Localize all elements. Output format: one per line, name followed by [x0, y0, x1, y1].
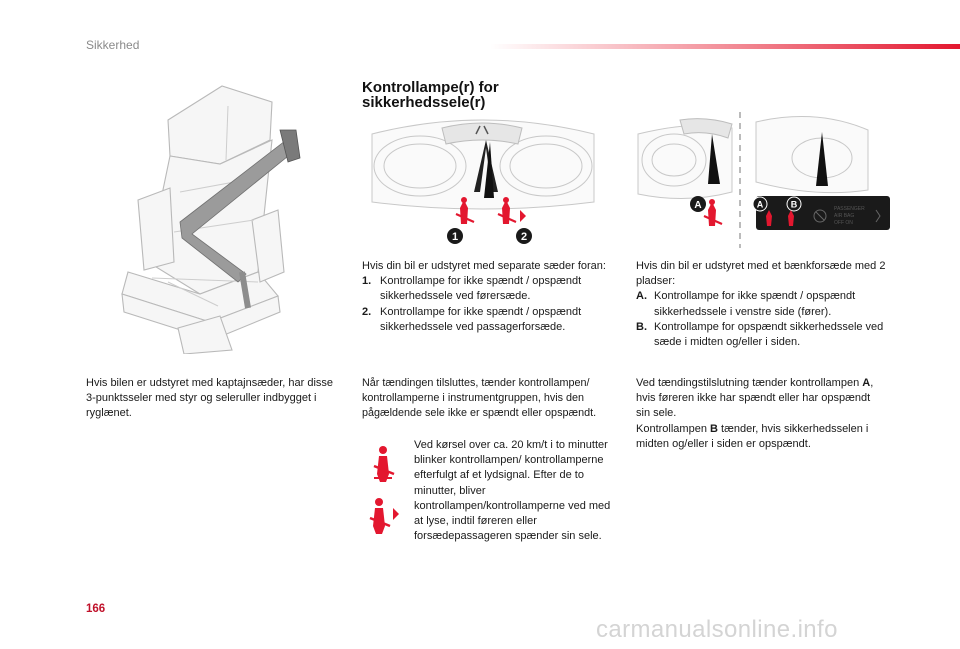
item-text: Kontrollampe for ikke spændt / opspændt … — [380, 305, 582, 333]
item-marker: B. — [636, 320, 647, 333]
text-run: tænder, hvis sikkerhedsselen i midten og… — [636, 422, 869, 450]
seatbelt-warning-icon-2 — [497, 197, 526, 224]
passenger-airbag-panel — [756, 196, 890, 230]
callout-2: 2 — [521, 231, 527, 243]
item-marker: A. — [636, 290, 647, 303]
seatbelt-flashing-warning-icon — [369, 498, 399, 534]
bench-ignition-line-2: Kontrollampen B tænder, hvis sikkerhedss… — [636, 422, 886, 452]
seatbelt-warning-icon-a — [703, 199, 723, 226]
panel-text-2: AIR BAG — [834, 213, 854, 219]
seatbelt-icon-b-panel — [788, 210, 794, 226]
section-title: Sikkerhed — [86, 38, 140, 52]
item-text: Kontrollampe for ikke spændt / opspændt … — [654, 290, 856, 318]
page-number: 166 — [86, 603, 106, 615]
bench-seat-item-a: A. Kontrollampe for ikke spændt / opspæn… — [636, 289, 886, 319]
captain-seat-illustration — [121, 85, 301, 354]
text-run: Ved tændingstilslutning tænder kontrolla… — [636, 377, 863, 389]
separate-seats-block: Hvis din bil er udstyret med separate sæ… — [362, 259, 612, 335]
panel-text-3: OFF ON — [834, 220, 853, 226]
bench-seat-intro: Hvis din bil er udstyret med et bænkfors… — [636, 260, 886, 288]
heading-line-2: sikkerhedssele(r) — [362, 94, 486, 111]
item-text: Kontrollampe for opspændt sikkerhedssele… — [654, 320, 884, 349]
header-accent-bar — [490, 44, 960, 49]
callout-a: A — [757, 200, 764, 210]
text-run: , hvis føreren ikke har spændt eller har… — [636, 377, 874, 420]
callout-a-left: A — [694, 200, 701, 211]
separate-seats-intro: Hvis din bil er udstyret med separate sæ… — [362, 260, 606, 272]
panel-text-1: PASSENGER — [834, 206, 865, 212]
airbag-on-icon — [875, 209, 881, 223]
bench-ignition-paragraph: Ved tændingstilslutning tænder kontrolla… — [636, 376, 886, 452]
item-text: Kontrollampe for ikke spændt / opspændt … — [380, 275, 582, 303]
bench-seat-item-b: B. Kontrollampe for opspændt sikkerhedss… — [636, 320, 886, 350]
seatbelt-icon-a-panel — [766, 210, 772, 226]
bench-ignition-line-1: Ved tændingstilslutning tænder kontrolla… — [636, 376, 886, 422]
dashboard-bench-seat-illustration: A A B PASSENGER AIR BAG OFF ON — [637, 112, 890, 248]
seat-caption: Hvis bilen er udstyret med kaptajnsæder,… — [86, 377, 334, 420]
dashboard-separate-seats-illustration: 1 2 — [371, 119, 595, 244]
ignition-paragraph: Når tændingen tilsluttes, tænder kontrol… — [362, 377, 597, 420]
callout-b: B — [791, 200, 798, 210]
airbag-off-icon — [813, 209, 827, 223]
seatbelt-warning-icon-1 — [455, 197, 475, 224]
bench-seat-block: Hvis din bil er udstyret med et bænkfors… — [636, 259, 886, 350]
item-marker: 2. — [362, 305, 372, 318]
item-marker: 1. — [362, 275, 372, 288]
text-run: Kontrollampen — [636, 422, 710, 435]
label-a: A — [862, 377, 871, 389]
page-heading: Kontrollampe(r) for sikkerhedssele(r) — [362, 80, 622, 110]
watermark: carmanualsonline.info — [596, 616, 838, 643]
separate-seats-item-2: 2. Kontrollampe for ikke spændt / opspæn… — [362, 305, 612, 335]
speed-note: Ved kørsel over ca. 20 km/t i to minutte… — [414, 439, 611, 543]
label-b: B — [710, 422, 718, 435]
separate-seats-item-1: 1. Kontrollampe for ikke spændt / opspæn… — [362, 274, 612, 304]
callout-1: 1 — [452, 231, 458, 243]
heading-line-1: Kontrollampe(r) for — [362, 79, 499, 96]
seatbelt-warning-icon — [373, 446, 395, 482]
